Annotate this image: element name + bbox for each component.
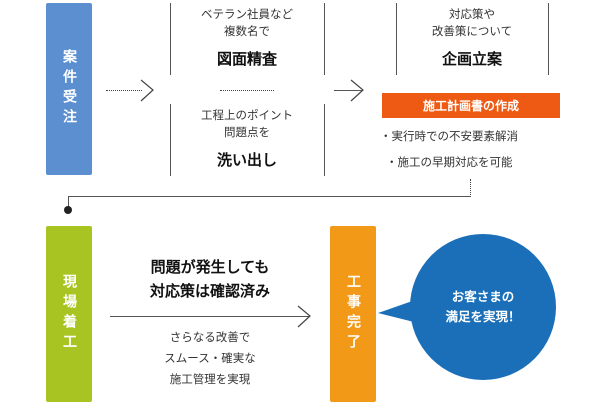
construction-text-3: 施工管理を実現	[169, 372, 251, 386]
plan-bullet-1: ・実行時での不安要素解消	[380, 129, 518, 143]
step-order-receipt-label: 案件受注	[61, 49, 77, 129]
connector-dot	[64, 206, 72, 214]
review-right-border-lower	[324, 104, 325, 176]
connector-vertical	[470, 179, 471, 197]
chevron-right-icon	[297, 305, 311, 328]
step-site-start-label: 現場着工	[61, 274, 77, 354]
review-bottom-title: 洗い出し	[216, 151, 277, 169]
chevron-right-icon	[140, 79, 154, 102]
construction-text-1: さらなる改善で	[169, 330, 251, 344]
review-divider	[220, 90, 274, 91]
review-left-border	[170, 3, 171, 75]
step-order-receipt: 案件受注	[46, 3, 92, 175]
connector-horizontal	[68, 196, 471, 197]
plan-top-text1: 対応策や	[449, 7, 495, 21]
satisfaction-bubble: お客さまの 満足を実現！	[410, 234, 556, 380]
bubble-line-2: 満足を実現！	[445, 309, 521, 324]
plan-top-title: 企画立案	[441, 50, 502, 68]
review-top-title: 図面精査	[216, 50, 277, 68]
arrow-dotted-line	[106, 90, 142, 91]
review-bottom-text1: 工程上のポイント	[201, 108, 293, 122]
construction-title-2: 対応策は確認済み	[149, 282, 270, 300]
plan-label-text: 施工計画書の作成	[422, 99, 519, 113]
review-right-border	[324, 3, 325, 75]
arrow-review-plan-line	[334, 90, 362, 91]
chevron-right-icon	[350, 79, 364, 102]
plan-label: 施工計画書の作成	[382, 93, 560, 118]
review-top-text2: 複数名で	[224, 24, 270, 38]
construction-text-2: スムース・確実な	[164, 351, 256, 365]
step-completion-label: 工事完了	[345, 274, 361, 354]
step-site-start: 現場着工	[46, 226, 92, 402]
plan-bullet-2: ・施工の早期対応を可能	[386, 155, 513, 169]
construction-title-1: 問題が発生しても	[150, 258, 270, 276]
review-left-border-lower	[170, 104, 171, 176]
bubble-pointer	[378, 299, 418, 323]
connector-down	[68, 196, 69, 210]
bubble-line-1: お客さまの	[451, 289, 515, 304]
plan-top-text2: 改善策について	[431, 24, 513, 38]
plan-left-border	[396, 3, 397, 75]
review-bottom-text2: 問題点を	[224, 125, 270, 139]
plan-right-border	[548, 3, 549, 75]
review-top-text1: ベテラン社員など	[201, 7, 293, 21]
step-completion: 工事完了	[330, 226, 376, 402]
arrow-construction-line	[110, 316, 310, 317]
